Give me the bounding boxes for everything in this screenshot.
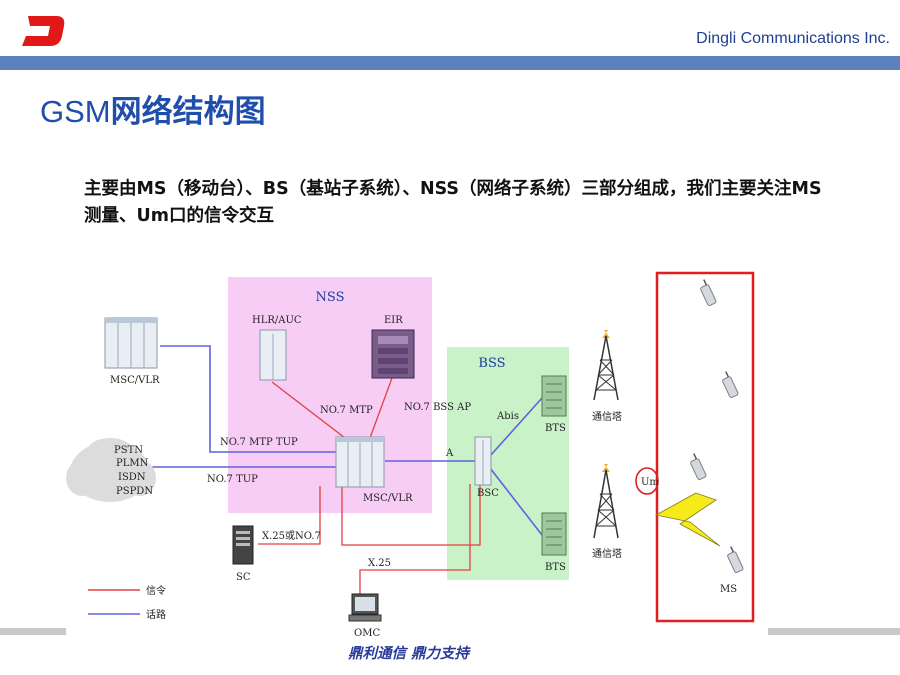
signal-lines bbox=[258, 377, 481, 598]
mobile-phone-3-icon bbox=[690, 453, 707, 480]
bts-bottom-label: BTS bbox=[545, 562, 566, 573]
eir-label: EIR bbox=[384, 315, 403, 326]
footer-slogan: 鼎利通信 鼎力支持 bbox=[348, 645, 470, 662]
eir-server-icon bbox=[371, 329, 415, 379]
sc-label: SC bbox=[236, 572, 251, 583]
link-abis-label: Abis bbox=[496, 411, 519, 422]
bsc-cabinet-icon bbox=[474, 436, 492, 486]
header-bar bbox=[0, 56, 900, 70]
company-logo-icon bbox=[22, 16, 65, 46]
link-tup-label: NO.7 TUP bbox=[207, 474, 258, 485]
msc-vlr-left-cabinet-icon bbox=[104, 317, 158, 369]
nss-region bbox=[228, 277, 432, 513]
link-a-label: A bbox=[445, 448, 454, 459]
cloud-line-pspdn: PSPDN bbox=[116, 486, 153, 497]
mobile-phone-2-icon bbox=[722, 371, 739, 398]
pstn-cloud-icon bbox=[66, 438, 156, 502]
company-name: Dingli Communications Inc. bbox=[696, 30, 890, 47]
footer-bar-right bbox=[768, 628, 900, 635]
legend-signal-label: 信令 bbox=[146, 584, 166, 597]
bsc-label: BSC bbox=[477, 488, 499, 499]
cloud-line-plmn: PLMN bbox=[116, 458, 149, 469]
link-x25-label: X.25 bbox=[368, 558, 391, 569]
ms-label: MS bbox=[720, 584, 737, 595]
link-mtp-tup-label: NO.7 MTP TUP bbox=[220, 437, 298, 448]
um-marker bbox=[635, 467, 659, 495]
link-x25-no7-label: X.25或NO.7 bbox=[262, 530, 321, 542]
bss-label: BSS bbox=[478, 356, 505, 371]
link-mtp-label: NO.7 MTP bbox=[320, 405, 373, 416]
mobile-phone-1-icon bbox=[700, 279, 717, 306]
legend-voice-label: 话路 bbox=[146, 608, 166, 621]
tower-top-icon bbox=[593, 330, 619, 401]
radio-link-lightning-icon bbox=[654, 492, 721, 547]
tower-bottom-icon bbox=[593, 464, 619, 539]
footer-bar-left bbox=[0, 628, 66, 635]
hlr-auc-label: HLR/AUC bbox=[252, 315, 302, 326]
msc-vlr-center-cabinet-icon bbox=[335, 436, 385, 488]
ms-frame bbox=[655, 271, 755, 623]
bts-top-label: BTS bbox=[545, 423, 566, 434]
sc-server-icon bbox=[232, 525, 254, 565]
page-title-cjk: 网络结构图 bbox=[110, 94, 266, 130]
voice-lines bbox=[140, 345, 543, 536]
msc-vlr-center-label: MSC/VLR bbox=[363, 493, 413, 504]
page-title: GSM网络结构图 bbox=[40, 86, 266, 131]
tower-bottom-label: 通信塔 bbox=[592, 547, 622, 560]
cloud-line-pstn: PSTN bbox=[114, 445, 143, 456]
omc-terminal-icon bbox=[348, 593, 382, 622]
nss-label: NSS bbox=[316, 290, 345, 305]
bts-bottom-cabinet-icon bbox=[541, 512, 567, 556]
msc-vlr-left-label: MSC/VLR bbox=[110, 375, 160, 386]
subtitle-text: 主要由MS（移动台）、BS（基站子系统）、NSS（网络子系统）三部分组成，我们主… bbox=[84, 179, 822, 226]
page-title-latin: GSM bbox=[40, 94, 111, 129]
mobile-phone-4-icon bbox=[727, 546, 744, 573]
tower-top-label: 通信塔 bbox=[592, 410, 622, 423]
hlr-auc-cabinet-icon bbox=[259, 329, 287, 381]
bts-top-cabinet-icon bbox=[541, 375, 567, 417]
link-bss-ap-label: NO.7 BSS AP bbox=[404, 402, 471, 413]
omc-label: OMC bbox=[354, 628, 380, 639]
um-label: Um bbox=[641, 477, 659, 488]
cloud-line-isdn: ISDN bbox=[118, 472, 146, 483]
